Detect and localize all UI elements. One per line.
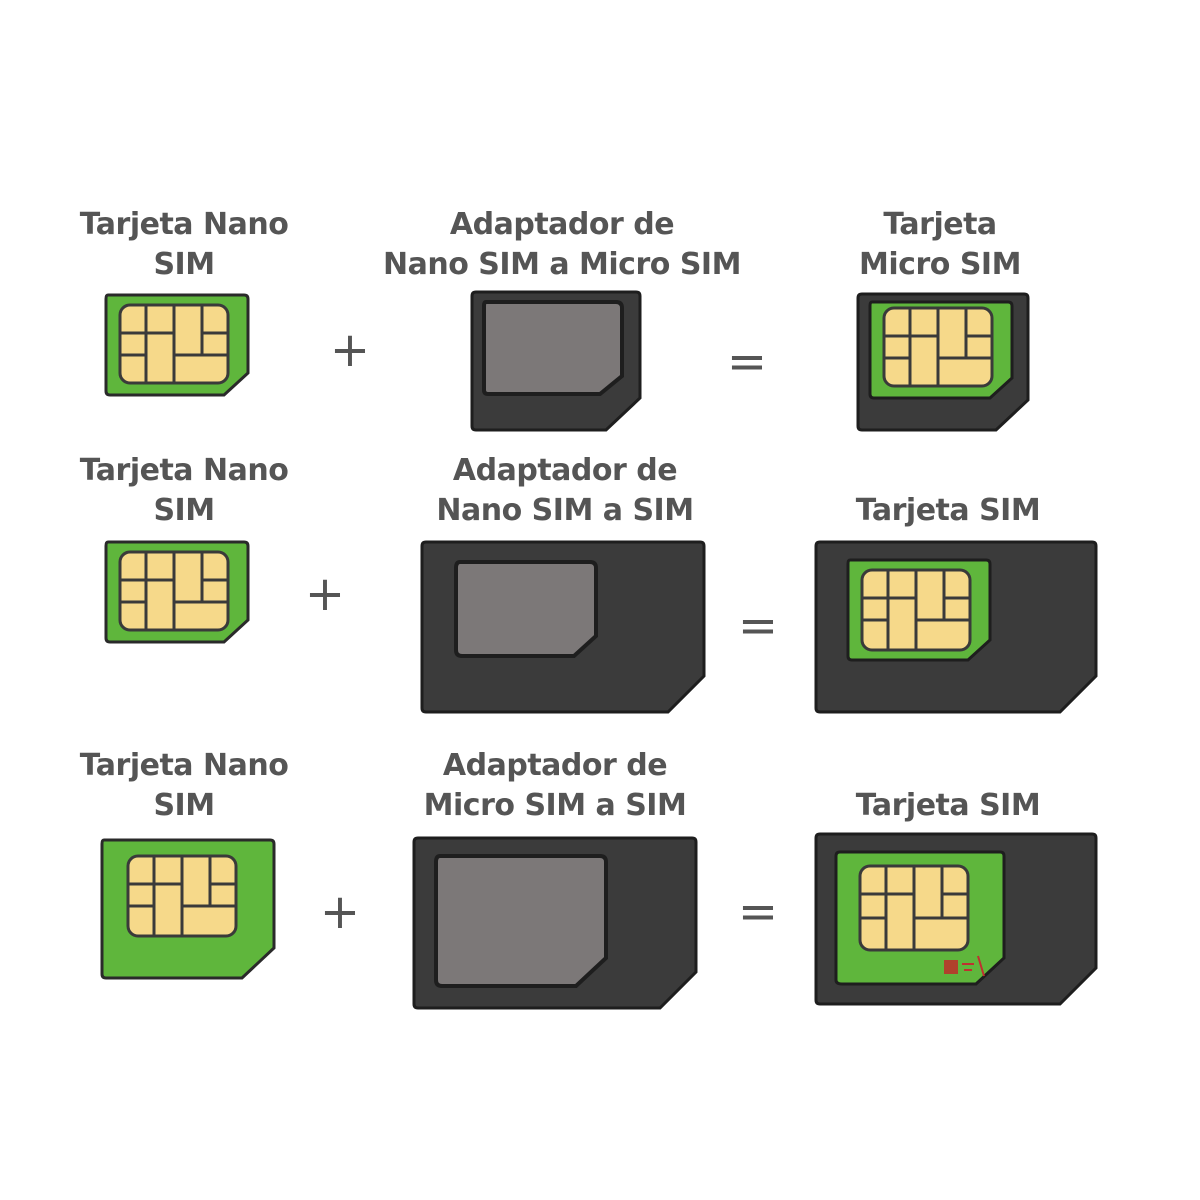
row1-result-label: Tarjeta Micro SIM [820,205,1060,285]
row3-equals-sign: = [737,884,779,940]
sim-chip-icon [882,306,994,388]
watermark-logo-icon [944,955,985,977]
label-line: Tarjeta Nano [79,748,289,783]
row2-plus-sign: + [304,566,346,622]
row3-micro-to-sim-adapter [412,836,698,1010]
label-line: Tarjeta Nano [79,207,289,242]
row3-sim-result [814,832,1098,1006]
label-line: SIM [153,788,215,823]
sim-chip-icon [118,550,230,632]
label-line: Tarjeta Nano [79,453,289,488]
adapter-slot [482,300,624,396]
label-line: Adaptador de [452,453,678,488]
row1-adapter-label: Adaptador de Nano SIM a Micro SIM [372,205,752,285]
sim-chip-icon [118,303,230,385]
row2-nano-sim-label: Tarjeta Nano SIM [64,451,304,531]
sim-chip-icon [126,854,238,938]
row1-equals-sign: = [726,334,768,390]
row2-nano-sim-card [104,540,250,644]
row1-plus-sign: + [329,322,371,378]
label-line: SIM [153,247,215,282]
row1-micro-sim-result [856,292,1030,432]
row3-nano-sim-label: Tarjeta Nano SIM [64,746,304,826]
row2-sim-result [814,540,1098,714]
row1-nano-sim-card [104,293,250,397]
sim-chip-icon [860,568,972,652]
row2-nano-to-sim-adapter [420,540,706,714]
label-line: Nano SIM a Micro SIM [383,247,741,282]
label-line: Tarjeta SIM [855,493,1041,528]
row3-plus-sign: + [319,884,361,940]
label-line: Adaptador de [442,748,668,783]
row2-adapter-label: Adaptador de Nano SIM a SIM [405,451,725,531]
row2-equals-sign: = [737,598,779,654]
row3-adapter-label: Adaptador de Micro SIM a SIM [395,746,715,826]
label-line: Adaptador de [449,207,675,242]
adapter-slot [434,854,608,988]
label-line: Tarjeta [883,207,997,242]
label-line: Nano SIM a SIM [436,493,694,528]
label-line: Micro SIM a SIM [423,788,687,823]
adapter-slot [454,560,598,658]
row3-micro-sim-card [100,838,276,980]
row1-nano-sim-label: Tarjeta Nano SIM [64,205,304,285]
row1-nano-to-micro-adapter [470,290,642,432]
sim-chip-icon [858,864,970,952]
row3-result-label: Tarjeta SIM [818,786,1078,826]
row2-result-label: Tarjeta SIM [818,491,1078,531]
label-line: SIM [153,493,215,528]
label-line: Micro SIM [859,247,1021,282]
label-line: Tarjeta SIM [855,788,1041,823]
